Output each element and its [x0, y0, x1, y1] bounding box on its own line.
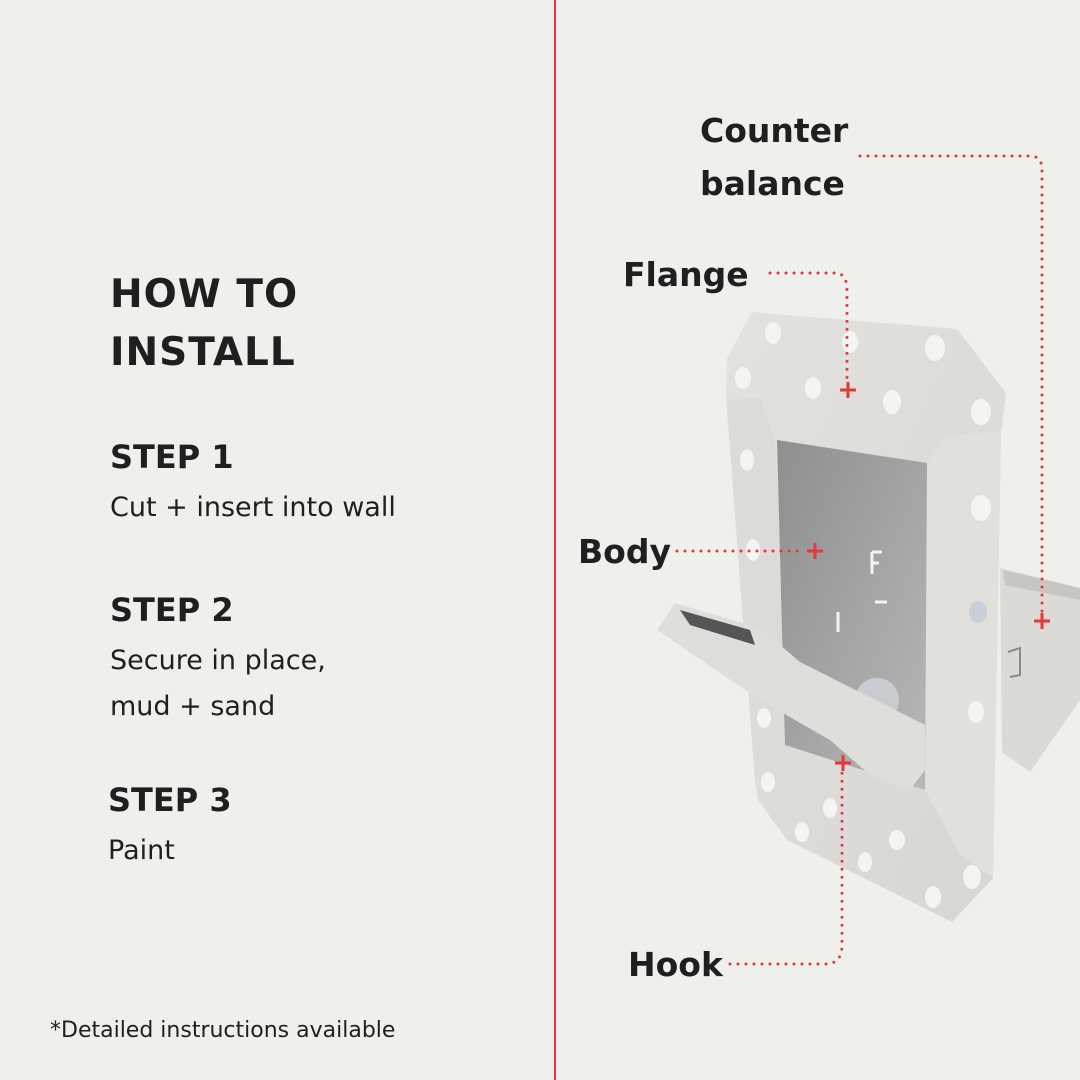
- screw-holes: [735, 322, 991, 908]
- step-2-text-line-2: mud + sand: [110, 691, 276, 722]
- label-flange: Flange: [623, 255, 749, 294]
- label-counter-balance: Counter balance: [700, 104, 848, 210]
- step-3-text: Paint: [108, 835, 175, 866]
- step-2-text-line-1: Secure in place,: [110, 645, 326, 676]
- step-2-heading: STEP 2: [110, 591, 234, 629]
- page-title: HOW TO INSTALL: [110, 266, 298, 382]
- step-3-heading: STEP 3: [108, 781, 232, 819]
- label-counter-line-1: Counter: [700, 111, 849, 150]
- title-line-2: INSTALL: [110, 330, 296, 375]
- footnote: *Detailed instructions available: [50, 1018, 396, 1043]
- leader-lines: [675, 154, 1044, 966]
- label-hook: Hook: [628, 945, 723, 984]
- label-body: Body: [578, 532, 671, 571]
- label-counter-line-2: balance: [700, 164, 845, 203]
- plus-markers: [807, 382, 1050, 771]
- step-1-text: Cut + insert into wall: [110, 492, 396, 523]
- step-1-heading: STEP 1: [110, 438, 234, 476]
- vertical-divider: [554, 0, 556, 1080]
- title-line-1: HOW TO: [110, 272, 299, 317]
- counter-balance-box: [1000, 568, 1080, 772]
- hook: [657, 603, 925, 790]
